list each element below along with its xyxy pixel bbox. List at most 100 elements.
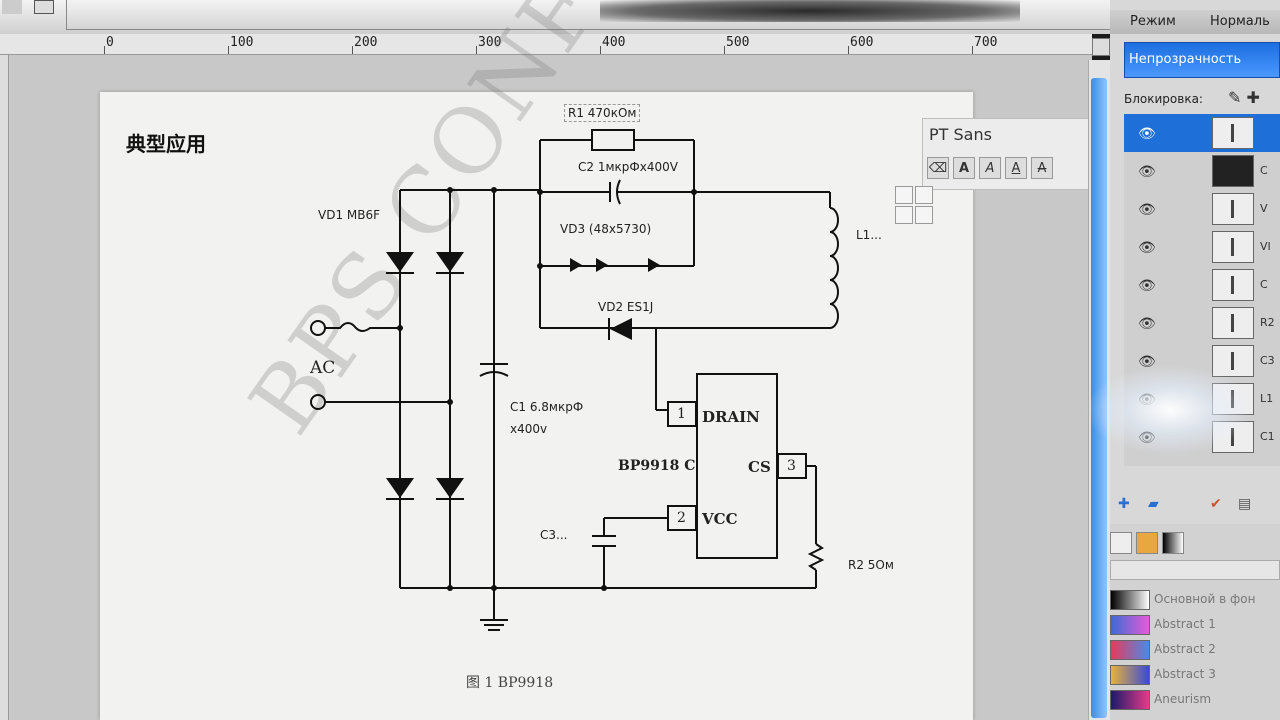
pin-3: 3 xyxy=(787,458,796,474)
gradient-filter-input[interactable] xyxy=(1110,560,1280,580)
label-c1-voltage: x400v xyxy=(510,422,548,436)
layer-tools: ✚ ▰ ✔ ▤ xyxy=(1114,490,1280,520)
eye-icon[interactable]: 👁 xyxy=(1138,316,1156,332)
bold-button[interactable]: A xyxy=(953,157,975,179)
eye-icon[interactable]: 👁 xyxy=(1138,164,1156,180)
layer-name: C xyxy=(1260,164,1268,177)
circuit-schematic xyxy=(310,129,839,631)
ruler-tick xyxy=(104,46,105,54)
zoom-icon[interactable] xyxy=(1092,38,1110,56)
gradient-name: Abstract 2 xyxy=(1154,642,1216,656)
ruler-tick xyxy=(476,46,477,54)
eye-icon[interactable]: 👁 xyxy=(1138,240,1156,256)
image-icon[interactable] xyxy=(34,0,54,14)
ruler-tick xyxy=(600,46,601,54)
layer-name: C3 xyxy=(1260,354,1275,367)
layer-thumbnail xyxy=(1212,155,1254,187)
layer-row[interactable]: 👁C1 xyxy=(1124,418,1280,456)
label-r1[interactable]: R1 470кОм xyxy=(564,104,641,122)
label-ac: AC xyxy=(310,358,336,378)
layer-row[interactable]: 👁V xyxy=(1124,190,1280,228)
layer-row[interactable]: 👁 C3 xyxy=(1124,342,1280,380)
mode-select[interactable]: Нормаль xyxy=(1210,14,1270,29)
eye-icon[interactable]: 👁 xyxy=(1138,430,1156,446)
ruler-label: 200 xyxy=(354,35,378,50)
layer-row[interactable]: 👁L1 xyxy=(1124,380,1280,418)
eye-icon[interactable]: 👁 xyxy=(1138,126,1156,142)
vertical-ruler xyxy=(0,55,9,720)
lock-label: Блокировка: xyxy=(1124,92,1203,106)
underline-button[interactable]: A xyxy=(1005,157,1027,179)
layer-thumbnail xyxy=(1212,117,1254,149)
gradient-item[interactable]: Abstract 2 xyxy=(1110,638,1280,660)
duplicate-icon[interactable]: ▤ xyxy=(1238,496,1252,512)
ruler-tick xyxy=(352,46,353,54)
eye-icon[interactable]: 👁 xyxy=(1138,392,1156,408)
label-c1-value: C1 6.8мкрФ xyxy=(510,400,584,414)
ruler-label: 700 xyxy=(974,35,998,50)
document-canvas[interactable]: BPS CONF 典型应用 xyxy=(100,0,973,720)
clear-style-button[interactable]: ⌫ xyxy=(927,157,949,179)
eye-icon[interactable]: 👁 xyxy=(1138,202,1156,218)
layers-panel: Режим Нормаль Непрозрачность Блокировка:… xyxy=(1110,0,1280,720)
folder-icon[interactable]: ▰ xyxy=(1148,496,1159,512)
label-vd2: VD2 ES1J xyxy=(598,300,654,314)
layer-name: VI xyxy=(1260,240,1271,253)
layer-name: R2 xyxy=(1260,316,1275,329)
label-c2: C2 1мкрФх400V xyxy=(578,160,678,174)
font-name-field[interactable]: PT Sans xyxy=(929,125,992,144)
layer-thumbnail xyxy=(1212,307,1254,339)
gradient-item[interactable]: Основной в фон xyxy=(1110,588,1280,610)
layers-list: 👁👁C👁V👁VI👁C👁R2👁C3👁L1👁C1 xyxy=(1124,114,1280,466)
label-r2: R2 5Ом xyxy=(848,558,894,572)
screen-reflection xyxy=(600,0,1020,22)
label-cs: CS xyxy=(748,458,771,476)
layer-thumbnail xyxy=(1212,345,1254,377)
gradient-name: Abstract 3 xyxy=(1154,667,1216,681)
eye-icon[interactable]: 👁 xyxy=(1138,354,1156,370)
layer-name: V xyxy=(1260,202,1268,215)
gradient-tab-icon[interactable] xyxy=(1162,532,1184,554)
layer-row[interactable]: 👁C xyxy=(1124,152,1280,190)
window-icon[interactable] xyxy=(2,0,22,14)
layer-row[interactable]: 👁 R2 xyxy=(1124,304,1280,342)
opacity-slider[interactable]: Непрозрачность xyxy=(1124,42,1280,78)
ruler-tick xyxy=(228,46,229,54)
lock-icons[interactable]: ✎ ✚ xyxy=(1228,88,1260,107)
pin-2: 2 xyxy=(677,510,686,526)
layer-name: C xyxy=(1260,278,1268,291)
text-box-handles[interactable] xyxy=(895,186,933,224)
pattern-tab-icon[interactable] xyxy=(1136,532,1158,554)
strikethrough-button[interactable]: A xyxy=(1031,157,1053,179)
pencil-icon[interactable]: ✎ xyxy=(1228,88,1242,107)
ruler-tick xyxy=(848,46,849,54)
figure-caption: 图 1 BP9918 xyxy=(466,675,554,691)
layer-row[interactable]: 👁 xyxy=(1124,114,1280,152)
italic-button[interactable]: A xyxy=(979,157,1001,179)
new-layer-icon[interactable]: ✚ xyxy=(1118,496,1130,512)
gradient-item[interactable]: Abstract 3 xyxy=(1110,663,1280,685)
eye-icon[interactable]: 👁 xyxy=(1138,278,1156,294)
document-title: 典型应用 xyxy=(126,132,206,156)
label-vd1: VD1 MB6F xyxy=(318,208,381,222)
layer-thumbnail xyxy=(1212,231,1254,263)
mode-row: Режим Нормаль xyxy=(1110,10,1280,34)
vertical-scrollbar[interactable] xyxy=(1088,60,1111,720)
move-icon[interactable]: ✚ xyxy=(1246,88,1260,107)
gradient-item[interactable]: Abstract 1 xyxy=(1110,613,1280,635)
label-l1: L1... xyxy=(856,228,882,242)
scrollbar-thumb[interactable] xyxy=(1091,78,1107,718)
gradient-swatch xyxy=(1110,690,1150,710)
layer-row[interactable]: 👁 VI xyxy=(1124,228,1280,266)
layer-thumbnail xyxy=(1212,269,1254,301)
ruler-label: 400 xyxy=(602,35,626,50)
anchor-icon[interactable]: ✔ xyxy=(1210,496,1222,512)
mode-label: Режим xyxy=(1130,14,1176,29)
gradient-name: Aneurism xyxy=(1154,692,1212,706)
layer-row[interactable]: 👁C xyxy=(1124,266,1280,304)
top-toolbar xyxy=(0,0,1120,34)
label-c3: C3... xyxy=(540,528,568,542)
gradient-item[interactable]: Aneurism xyxy=(1110,688,1280,710)
brush-tab-icon[interactable] xyxy=(1110,532,1132,554)
